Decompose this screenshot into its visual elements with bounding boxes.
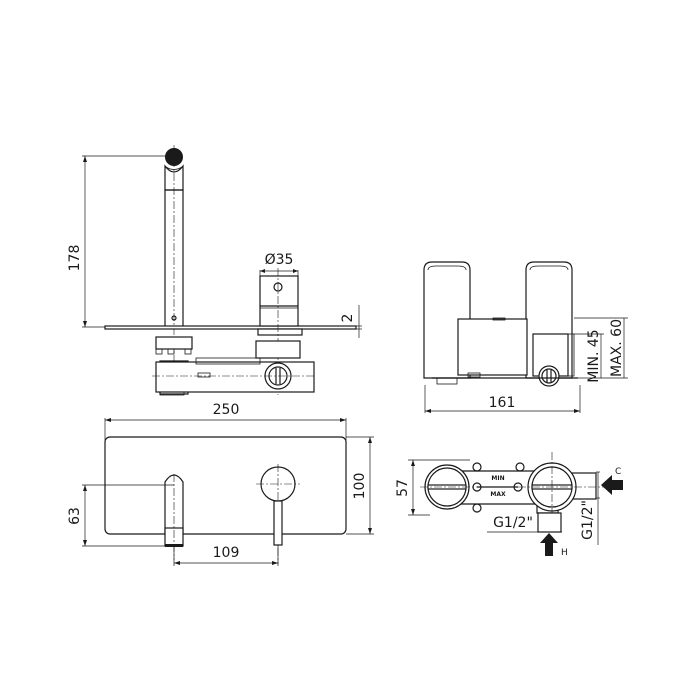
thread-hot-label: G1/2" (493, 515, 533, 531)
dim-max-depth: MAX. 60 (609, 319, 625, 377)
front-view: 250 100 63 109 (67, 402, 374, 566)
dim-spout-height-63: 63 (67, 507, 83, 525)
dim-plate-thickness: 2 (340, 314, 356, 323)
dim-height-178: 178 (67, 245, 83, 272)
dim-centers-109: 109 (213, 545, 240, 561)
label-min: MIN (491, 475, 504, 482)
dim-plate-width-250: 250 (213, 402, 240, 418)
cold-inlet-arrow-icon (601, 475, 623, 495)
dim-min-depth: MIN. 45 (586, 329, 602, 382)
side-view: 178 Ø35 2 (67, 145, 362, 396)
inlet-cold-label: C (615, 467, 621, 477)
hot-inlet-arrow-icon (540, 533, 558, 556)
dim-depth-57: 57 (395, 479, 411, 497)
dim-plate-height-100: 100 (352, 473, 368, 500)
wall-plate (104, 436, 347, 535)
inlet-hot-label: H (561, 548, 568, 558)
end-view: 161 MIN. 45 MAX. 60 (423, 261, 628, 413)
dim-handle-diameter: Ø35 (265, 252, 294, 268)
thread-cold-label: G1/2" (580, 500, 596, 540)
dim-width-161: 161 (489, 395, 516, 411)
label-max: MAX (490, 491, 506, 498)
body-top-view: 57 MIN MAX G1/2" H G1/2" C (395, 452, 623, 558)
